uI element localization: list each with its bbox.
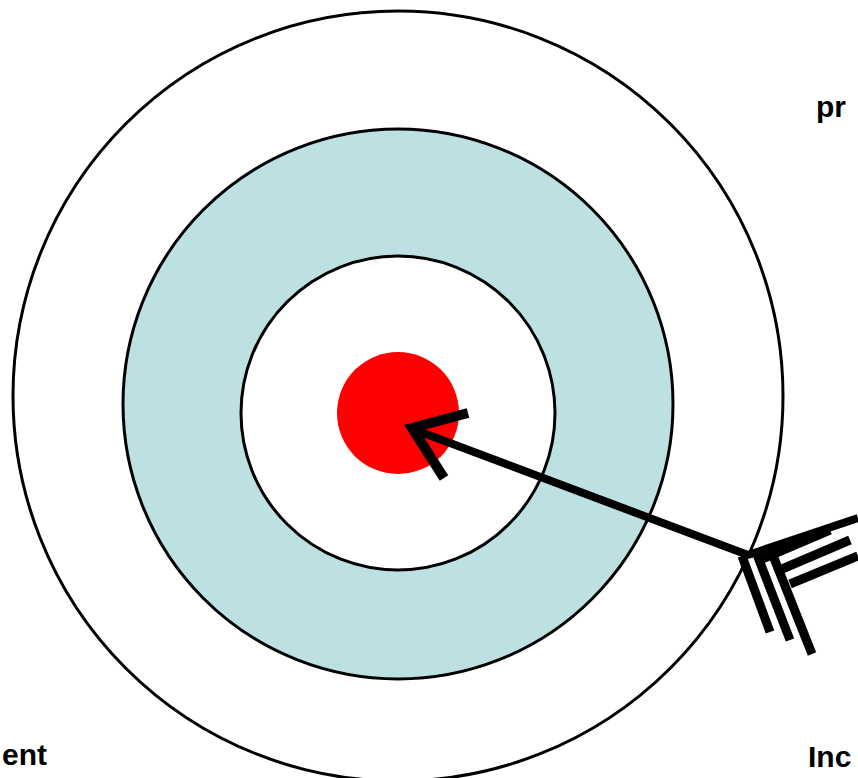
arrow-shaft bbox=[418, 431, 748, 555]
arrow-tail bbox=[748, 518, 858, 555]
inner-ring bbox=[241, 256, 555, 570]
arrow-head bbox=[412, 413, 468, 478]
middle-ring bbox=[123, 129, 673, 679]
cropped-label: Inc bbox=[808, 740, 851, 773]
cropped-label: pr bbox=[816, 90, 846, 123]
cropped-label: ent bbox=[2, 738, 47, 771]
outer-ring bbox=[13, 11, 783, 778]
fletching bbox=[790, 556, 858, 584]
arrow bbox=[412, 413, 858, 654]
bullseye bbox=[337, 352, 459, 474]
